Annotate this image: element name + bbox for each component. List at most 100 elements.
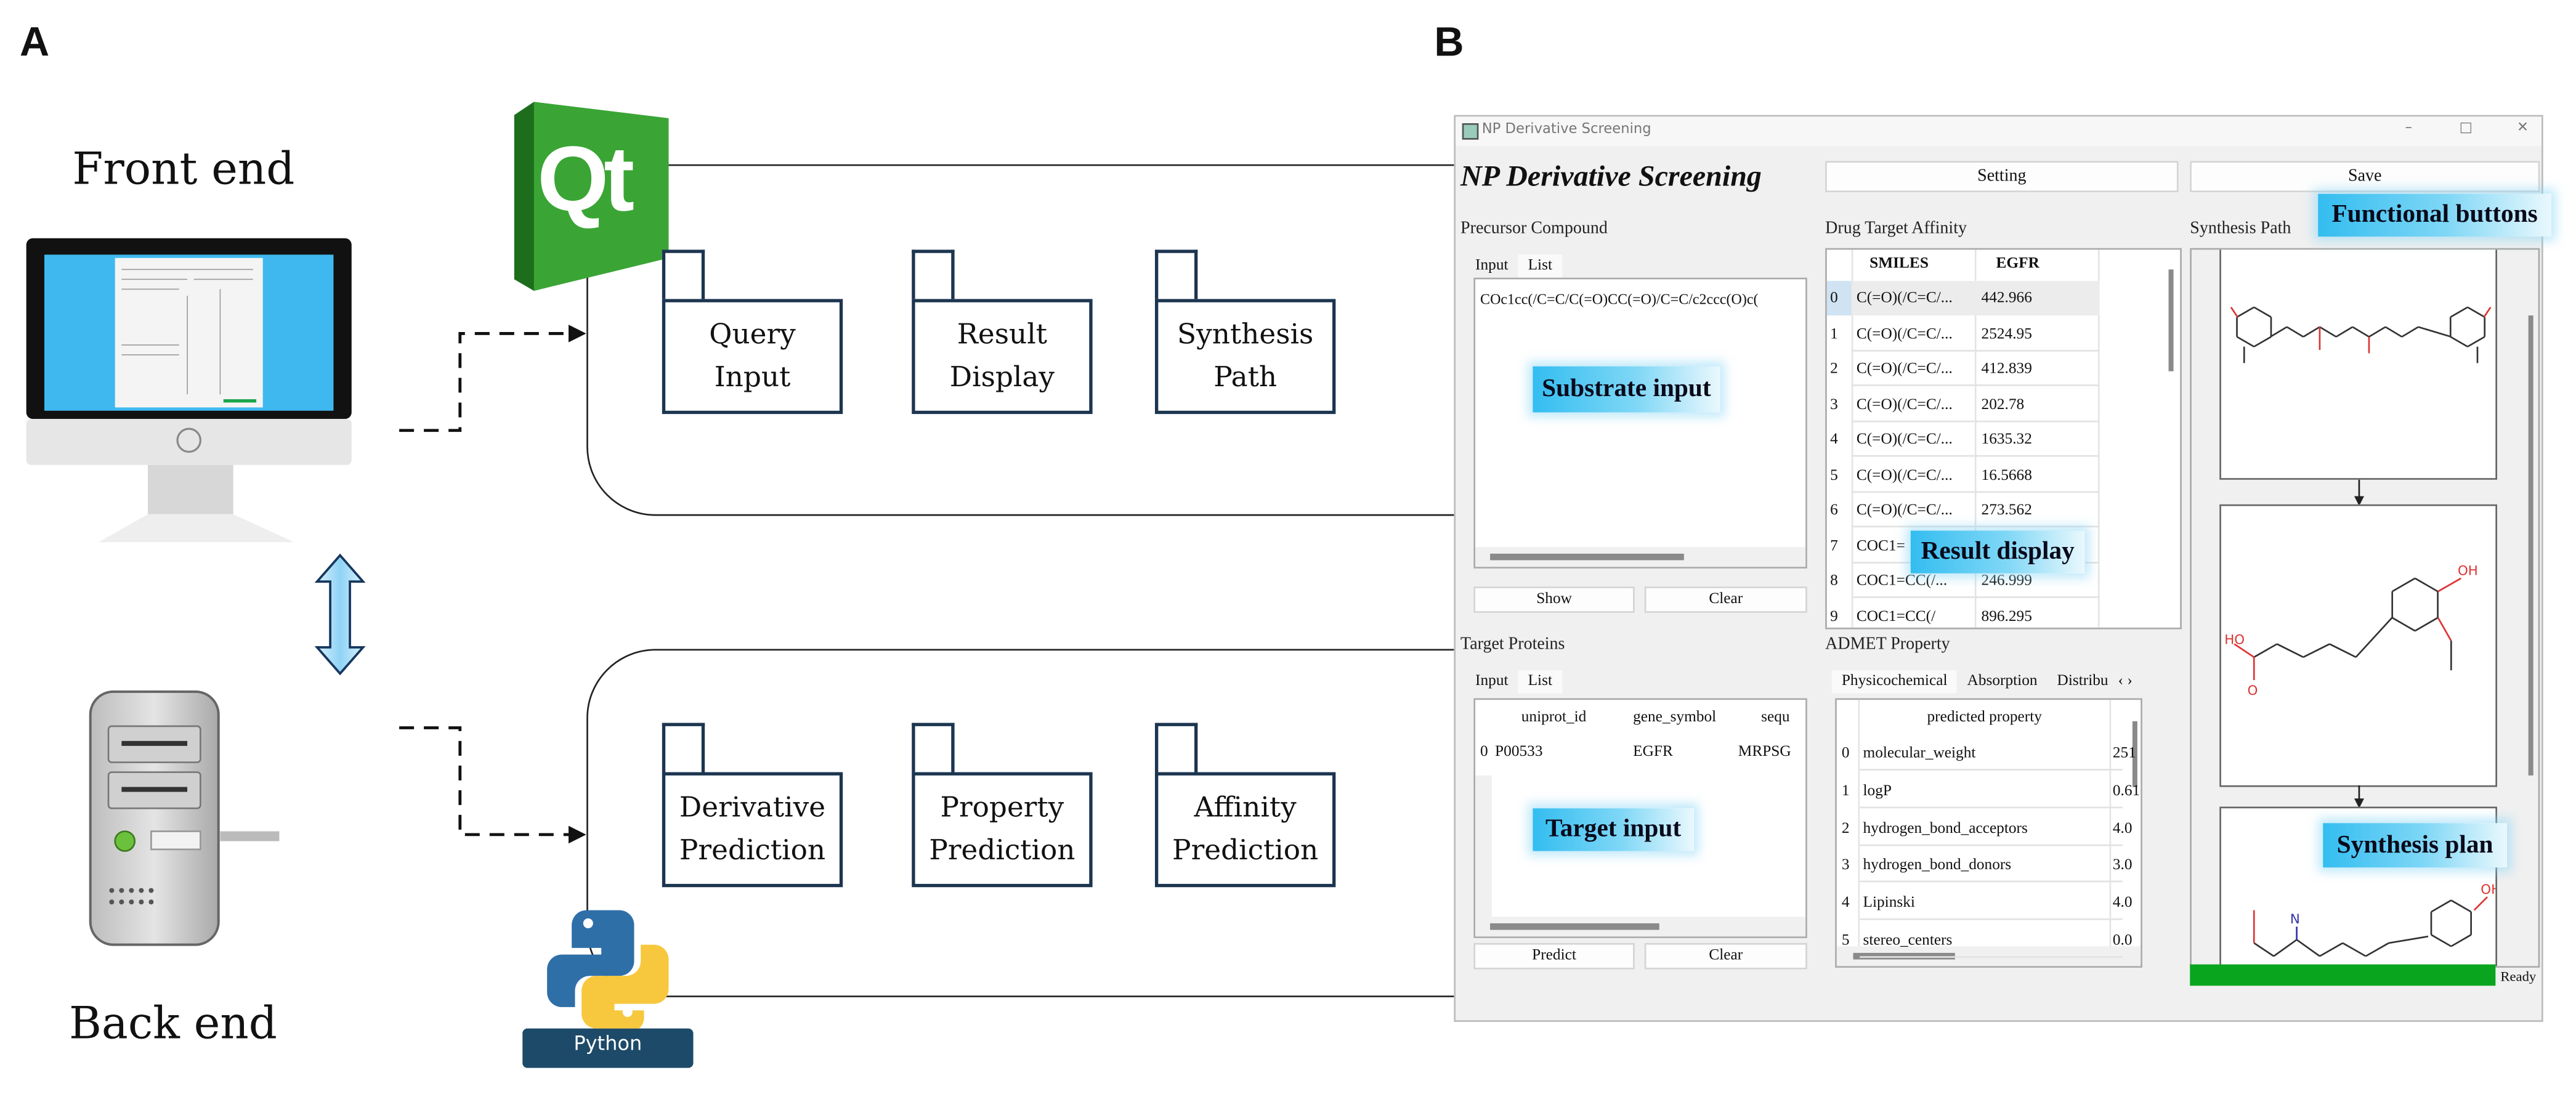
package-label: Display xyxy=(949,361,1055,395)
column-header-gene-symbol[interactable]: gene_symbol xyxy=(1633,710,1717,726)
clear-target-button[interactable]: Clear xyxy=(1644,942,1807,970)
table-row[interactable] xyxy=(1851,525,2100,528)
row-divider xyxy=(1860,843,2123,846)
callout-functional-buttons: Functional buttons xyxy=(2318,193,2552,237)
bond xyxy=(2368,326,2386,338)
smiles-cell: C(=O)(/C=C/... xyxy=(1856,467,1953,484)
horizontal-scrollbar[interactable] xyxy=(1490,553,1684,561)
egfr-affinity-cell: 896.295 xyxy=(1981,609,2032,625)
column-header-egfr[interactable]: EGFR xyxy=(1996,256,2039,273)
front-end-label: Front end xyxy=(72,144,295,196)
column-header-predicted-property[interactable]: predicted property xyxy=(1927,710,2042,726)
setting-button[interactable]: Setting xyxy=(1825,161,2179,193)
property-name-cell: hydrogen_bond_acceptors xyxy=(1863,820,2028,838)
clear-substrate-button[interactable]: Clear xyxy=(1644,586,1807,613)
bond xyxy=(2392,577,2416,593)
row-index: 4 xyxy=(1841,896,1850,912)
egfr-affinity-cell: 2524.95 xyxy=(1981,326,2032,343)
bond xyxy=(2319,326,2337,338)
target-table[interactable]: uniprot_id gene_symbol sequ 0 P00533 EGF… xyxy=(1473,698,1807,938)
monitor-icon xyxy=(26,238,352,543)
bond xyxy=(2319,942,2343,957)
tab-scroll-arrows[interactable]: ‹ › xyxy=(2118,673,2132,691)
row-index: 3 xyxy=(1841,858,1850,875)
bond xyxy=(2286,326,2304,338)
target-proteins-label: Target Proteins xyxy=(1460,636,1565,654)
row-index: 1 xyxy=(1841,783,1850,800)
package-label: Derivative xyxy=(679,792,826,825)
bond xyxy=(2450,306,2468,318)
bond xyxy=(2270,326,2288,338)
table-row[interactable] xyxy=(1851,596,2100,598)
callout-synthesis-plan: Synthesis plan xyxy=(2323,823,2507,868)
synthesis-path-label: Synthesis Path xyxy=(2190,220,2291,238)
property-name-cell: molecular_weight xyxy=(1863,745,1976,763)
smiles-cell: C(=O)(/C=C/... xyxy=(1856,432,1953,449)
minimize-button[interactable]: – xyxy=(2405,120,2412,137)
column-header-uniprot-id[interactable]: uniprot_id xyxy=(1521,710,1587,726)
package-label: Query xyxy=(709,318,796,352)
smiles-cell: C(=O)(/C=C/... xyxy=(1856,291,1953,307)
property-value-cell: 4.0 xyxy=(2112,896,2132,912)
egfr-affinity-cell: 412.839 xyxy=(1981,361,2032,378)
tab-input[interactable]: Input xyxy=(1475,257,1509,275)
table-row[interactable] xyxy=(1851,490,2100,492)
bond xyxy=(2277,643,2304,658)
status-text: Ready xyxy=(2500,967,2537,984)
column-header-smiles[interactable]: SMILES xyxy=(1869,256,1929,273)
precursor-compound-label: Precursor Compound xyxy=(1460,220,1608,238)
tab-input[interactable]: Input xyxy=(1475,673,1509,691)
tab-physicochemical[interactable]: Physicochemical xyxy=(1831,670,1958,694)
row-index: 2 xyxy=(1830,361,1838,378)
table-row[interactable] xyxy=(1851,419,2100,422)
frontend-connector-arrow xyxy=(399,325,586,432)
substrate-smiles-value: COc1cc(/C=C/C(=O)CC(=O)/C=C/c2ccc(O)c( xyxy=(1480,291,1759,307)
admet-tabs: Physicochemical Absorption Distribu ‹ › xyxy=(1831,664,2132,694)
bond xyxy=(2473,896,2488,911)
bond xyxy=(2467,336,2485,347)
row-index: 5 xyxy=(1830,467,1838,484)
save-button[interactable]: Save xyxy=(2190,161,2540,193)
close-button[interactable]: ✕ xyxy=(2516,120,2529,137)
table-row[interactable] xyxy=(1851,455,2100,457)
bond xyxy=(2303,326,2320,338)
package-label: Path xyxy=(1213,361,1278,395)
tab-absorption[interactable]: Absorption xyxy=(1967,673,2038,691)
server-icon xyxy=(89,690,280,946)
bond xyxy=(2392,617,2416,632)
column-header-sequence[interactable]: sequ xyxy=(1761,710,1790,726)
tab-list[interactable]: List xyxy=(1518,254,1562,278)
show-button[interactable]: Show xyxy=(1473,586,1635,613)
qt-logo-text: Qt xyxy=(537,126,634,230)
sequence-cell: MRPSG xyxy=(1738,744,1791,761)
row-index: 0 xyxy=(1830,291,1838,307)
admet-property-label: ADMET Property xyxy=(1825,636,1950,654)
tab-list[interactable]: List xyxy=(1518,670,1562,694)
table-row[interactable] xyxy=(1851,349,2100,351)
row-index: 0 xyxy=(1841,745,1850,763)
down-arrow-icon xyxy=(2354,785,2364,809)
vertical-scrollbar[interactable] xyxy=(2528,315,2533,776)
bond xyxy=(2450,899,2472,913)
egfr-affinity-cell: 273.562 xyxy=(1981,503,2032,519)
vertical-scrollbar[interactable] xyxy=(2168,269,2174,371)
tab-distribution[interactable]: Distribu xyxy=(2057,673,2108,691)
predict-button[interactable]: Predict xyxy=(1473,942,1635,970)
smiles-cell: C(=O)(/C=C/... xyxy=(1856,397,1953,413)
smiles-cell: COC1= xyxy=(1856,538,1905,555)
horizontal-scrollbar[interactable] xyxy=(1490,923,1659,930)
bond xyxy=(2329,643,2357,658)
maximize-button[interactable]: □ xyxy=(2459,120,2473,137)
progress-bar xyxy=(2190,964,2496,986)
vertical-scrollbar[interactable] xyxy=(2132,721,2137,787)
window-title: NP Derivative Screening xyxy=(1481,121,1651,139)
substrate-input-field[interactable]: COc1cc(/C=C/C(=O)CC(=O)/C=C/c2ccc(O)c( xyxy=(1473,277,1807,569)
table-row[interactable] xyxy=(1826,281,2100,316)
table-row[interactable] xyxy=(1851,384,2100,386)
